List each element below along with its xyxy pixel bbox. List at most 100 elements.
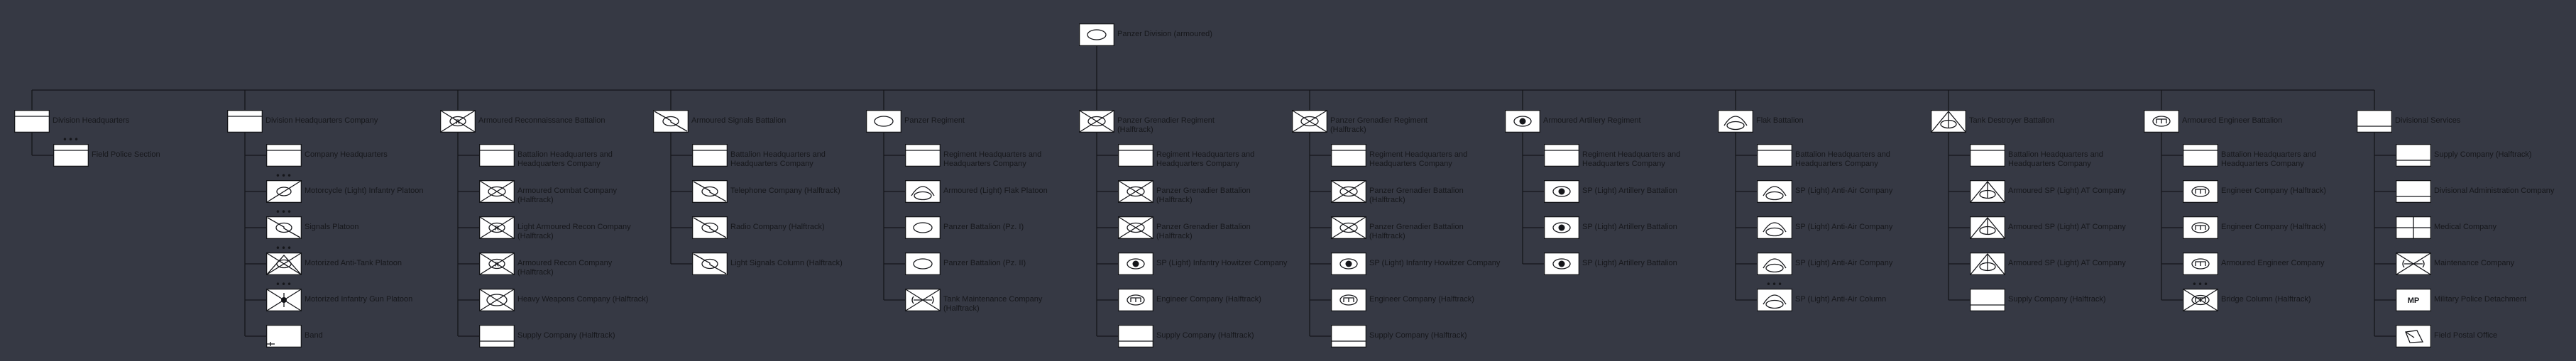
signals-icon — [692, 180, 728, 203]
mech-infantry-icon — [1331, 216, 1366, 239]
mech-infantry-icon — [1292, 110, 1327, 133]
armoured-recon-icon: R — [479, 216, 515, 239]
supply-icon — [2396, 144, 2431, 167]
unit-size-marker: ••• — [275, 279, 293, 289]
tank-destroyer-icon — [1970, 216, 2005, 239]
unit-size-marker: ••• — [62, 135, 80, 145]
hq-icon — [905, 144, 941, 167]
mp-icon: MP — [2396, 289, 2431, 311]
root-unit-label: Panzer Division (armoured) — [1117, 30, 1212, 38]
unit-size-marker: ••• — [2191, 279, 2210, 289]
mech-infantry-icon — [1331, 180, 1366, 203]
supply-icon — [2396, 180, 2431, 203]
column-head-label-9: Tank Destroyer Battalion — [1969, 116, 2054, 125]
flak-icon — [1757, 216, 1792, 239]
postal-icon — [2396, 325, 2431, 348]
armoured-recon-icon: R — [440, 110, 476, 133]
signals-icon — [266, 216, 302, 239]
child-unit-label: SP (Light) Artillery Battalion — [1582, 259, 1677, 267]
child-unit-label: Armoured Recon Company (Halftrack) — [517, 259, 613, 277]
child-unit-label: Engineer Company (Halftrack) — [1369, 295, 1474, 304]
maintenance-icon — [905, 289, 941, 311]
column-head-label-3: Armoured Signals Battalion — [691, 116, 786, 125]
hq-icon — [53, 144, 89, 167]
child-unit-label: Motorized Infantry Gun Platoon — [305, 295, 413, 304]
child-unit-label: Engineer Company (Halftrack) — [2221, 223, 2326, 231]
bridging-icon — [2183, 289, 2218, 311]
signals-icon — [692, 216, 728, 239]
child-unit-label: Supply Company (Halftrack) — [2434, 150, 2532, 159]
hq-icon — [1331, 144, 1366, 167]
tank-destroyer-icon — [1970, 180, 2005, 203]
child-unit-label: Maintenance Company — [2434, 259, 2515, 267]
armoured-recon-icon: R — [479, 252, 515, 275]
signals-icon — [653, 110, 689, 133]
child-unit-label: SP (Light) Anti-Air Company — [1795, 223, 1893, 231]
column-head-label-0: Division Headquarters — [53, 116, 130, 125]
medical-icon — [2396, 216, 2431, 239]
hq-icon — [479, 144, 515, 167]
child-unit-label: Divisional Administration Company — [2434, 187, 2555, 195]
heavy-weapons-icon — [479, 289, 515, 311]
child-unit-label: Armoured SP (Light) AT Company — [2008, 223, 2126, 231]
armour-icon — [1079, 23, 1114, 46]
child-unit-label: Light Armoured Recon Company (Halftrack) — [517, 223, 631, 240]
armour-icon — [905, 216, 941, 239]
unit-size-marker: ••• — [1765, 279, 1784, 289]
supply-icon — [1970, 289, 2005, 311]
child-unit-label: Regiment Headquarters and Headquarters C… — [1369, 150, 1468, 168]
svg-text:MP: MP — [2408, 296, 2420, 305]
child-unit-label: Company Headquarters — [305, 150, 388, 159]
child-unit-label: Tank Maintenance Company (Halftrack) — [943, 295, 1043, 313]
hq-icon — [2183, 144, 2218, 167]
child-unit-label: Supply Company (Halftrack) — [1369, 331, 1467, 340]
child-unit-label: Engineer Company (Halftrack) — [2221, 187, 2326, 195]
child-unit-label: Battalion Headquarters and Headquarters … — [1795, 150, 1890, 168]
child-unit-label: Panzer Grenadier Battalion (Halftrack) — [1156, 187, 1251, 204]
svg-text:R: R — [456, 119, 460, 126]
child-unit-label: Engineer Company (Halftrack) — [1156, 295, 1261, 304]
child-unit-label: Armoured (Light) Flak Platoon — [943, 187, 1048, 195]
child-unit-label: Supply Company (Halftrack) — [517, 331, 615, 340]
child-unit-label: Armoured SP (Light) AT Company — [2008, 259, 2126, 267]
hq-icon — [14, 110, 50, 133]
engineer-icon — [1331, 289, 1366, 311]
svg-text:R: R — [495, 226, 499, 232]
child-unit-label: Radio Company (Halftrack) — [730, 223, 825, 231]
supply-icon — [2357, 110, 2392, 133]
armour-icon — [866, 110, 901, 133]
child-unit-label: Signals Platoon — [305, 223, 359, 231]
child-unit-label: Light Signals Column (Halftrack) — [730, 259, 843, 267]
engineer-icon — [1118, 289, 1153, 311]
engineer-icon — [2183, 180, 2218, 203]
child-unit-label: SP (Light) Infantry Howitzer Company — [1369, 259, 1501, 267]
child-unit-label: Regiment Headquarters and Headquarters C… — [943, 150, 1042, 168]
tank-destroyer-icon — [1970, 252, 2005, 275]
child-unit-label: SP (Light) Anti-Air Company — [1795, 259, 1893, 267]
child-unit-label: SP (Light) Infantry Howitzer Company — [1156, 259, 1288, 267]
hq-icon — [266, 144, 302, 167]
maintenance-icon — [2396, 252, 2431, 275]
child-unit-label: SP (Light) Anti-Air Company — [1795, 187, 1893, 195]
engineer-icon — [2183, 216, 2218, 239]
sp-artillery-icon — [1118, 252, 1153, 275]
hq-icon — [227, 110, 263, 133]
flak-icon — [1757, 180, 1792, 203]
child-unit-label: Panzer Grenadier Battalion (Halftrack) — [1369, 187, 1464, 204]
child-unit-label: SP (Light) Anti-Air Column — [1795, 295, 1887, 304]
child-unit-label: Band — [305, 331, 323, 340]
child-unit-label: Battalion Headquarters and Headquarters … — [2221, 150, 2316, 168]
antitank-icon — [266, 252, 302, 275]
sp-artillery-icon — [1544, 180, 1579, 203]
engineer-icon — [2144, 110, 2179, 133]
child-unit-label: Armoured SP (Light) AT Company — [2008, 187, 2126, 195]
child-unit-label: Military Police Detachment — [2434, 295, 2527, 304]
mech-infantry-icon — [479, 180, 515, 203]
hq-icon — [1544, 144, 1579, 167]
tank-destroyer-icon — [1931, 110, 1966, 133]
child-unit-label: Panzer Grenadier Battalion (Halftrack) — [1369, 223, 1464, 240]
sp-artillery-icon — [1544, 252, 1579, 275]
child-unit-label: Regiment Headquarters and Headquarters C… — [1156, 150, 1255, 168]
